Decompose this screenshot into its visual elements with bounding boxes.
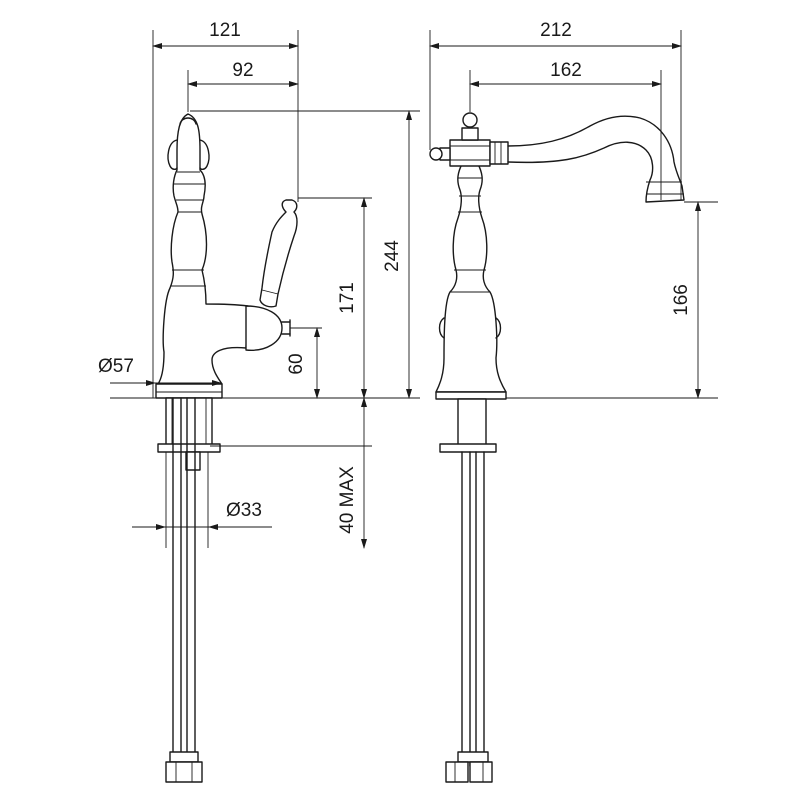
dim-base-diameter: Ø57 bbox=[98, 356, 134, 377]
front-view-supply-hoses bbox=[445, 451, 493, 783]
side-view-cap bbox=[179, 117, 197, 125]
front-view-body bbox=[435, 163, 507, 393]
front-view-top-knob bbox=[462, 112, 478, 128]
front-view-swan-spout bbox=[507, 115, 685, 203]
side-view-lock-nut bbox=[157, 443, 221, 453]
front-view: 212 162 166 bbox=[429, 20, 718, 783]
dim-shank-diameter: Ø33 bbox=[226, 500, 262, 521]
dim-handle-height: 171 bbox=[337, 282, 358, 314]
side-view-base-plate bbox=[155, 383, 223, 399]
dim-handle-offset: 92 bbox=[232, 60, 253, 81]
side-view-lever-handle bbox=[259, 199, 298, 308]
dim-max-deck-thickness: 40 MAX bbox=[337, 466, 358, 534]
side-view: 121 121 92 244 171 60 40 MAX Ø57 Ø33 bbox=[98, 20, 420, 783]
side-view-rosette bbox=[167, 139, 178, 170]
dim-spout-reach: 162 bbox=[550, 60, 582, 81]
front-view-spout-collar bbox=[489, 141, 509, 165]
side-view-cartridge-housing bbox=[245, 305, 283, 351]
dim-spout-height: 166 bbox=[671, 284, 692, 316]
front-view-base-plate bbox=[435, 391, 507, 400]
front-view-lock-nut bbox=[439, 443, 497, 453]
side-view-body bbox=[157, 113, 249, 385]
side-view-supply-hoses bbox=[165, 397, 203, 783]
dim-body-joint-height: 60 bbox=[286, 353, 307, 374]
front-view-threaded-shank bbox=[457, 398, 487, 446]
dim-overall-height: 244 bbox=[382, 240, 403, 272]
front-view-lever-knob bbox=[429, 147, 443, 161]
dim-overall-reach: 212 bbox=[540, 20, 572, 41]
dim-overall-width-side: 121 bbox=[209, 20, 241, 41]
front-view-head bbox=[449, 139, 491, 167]
